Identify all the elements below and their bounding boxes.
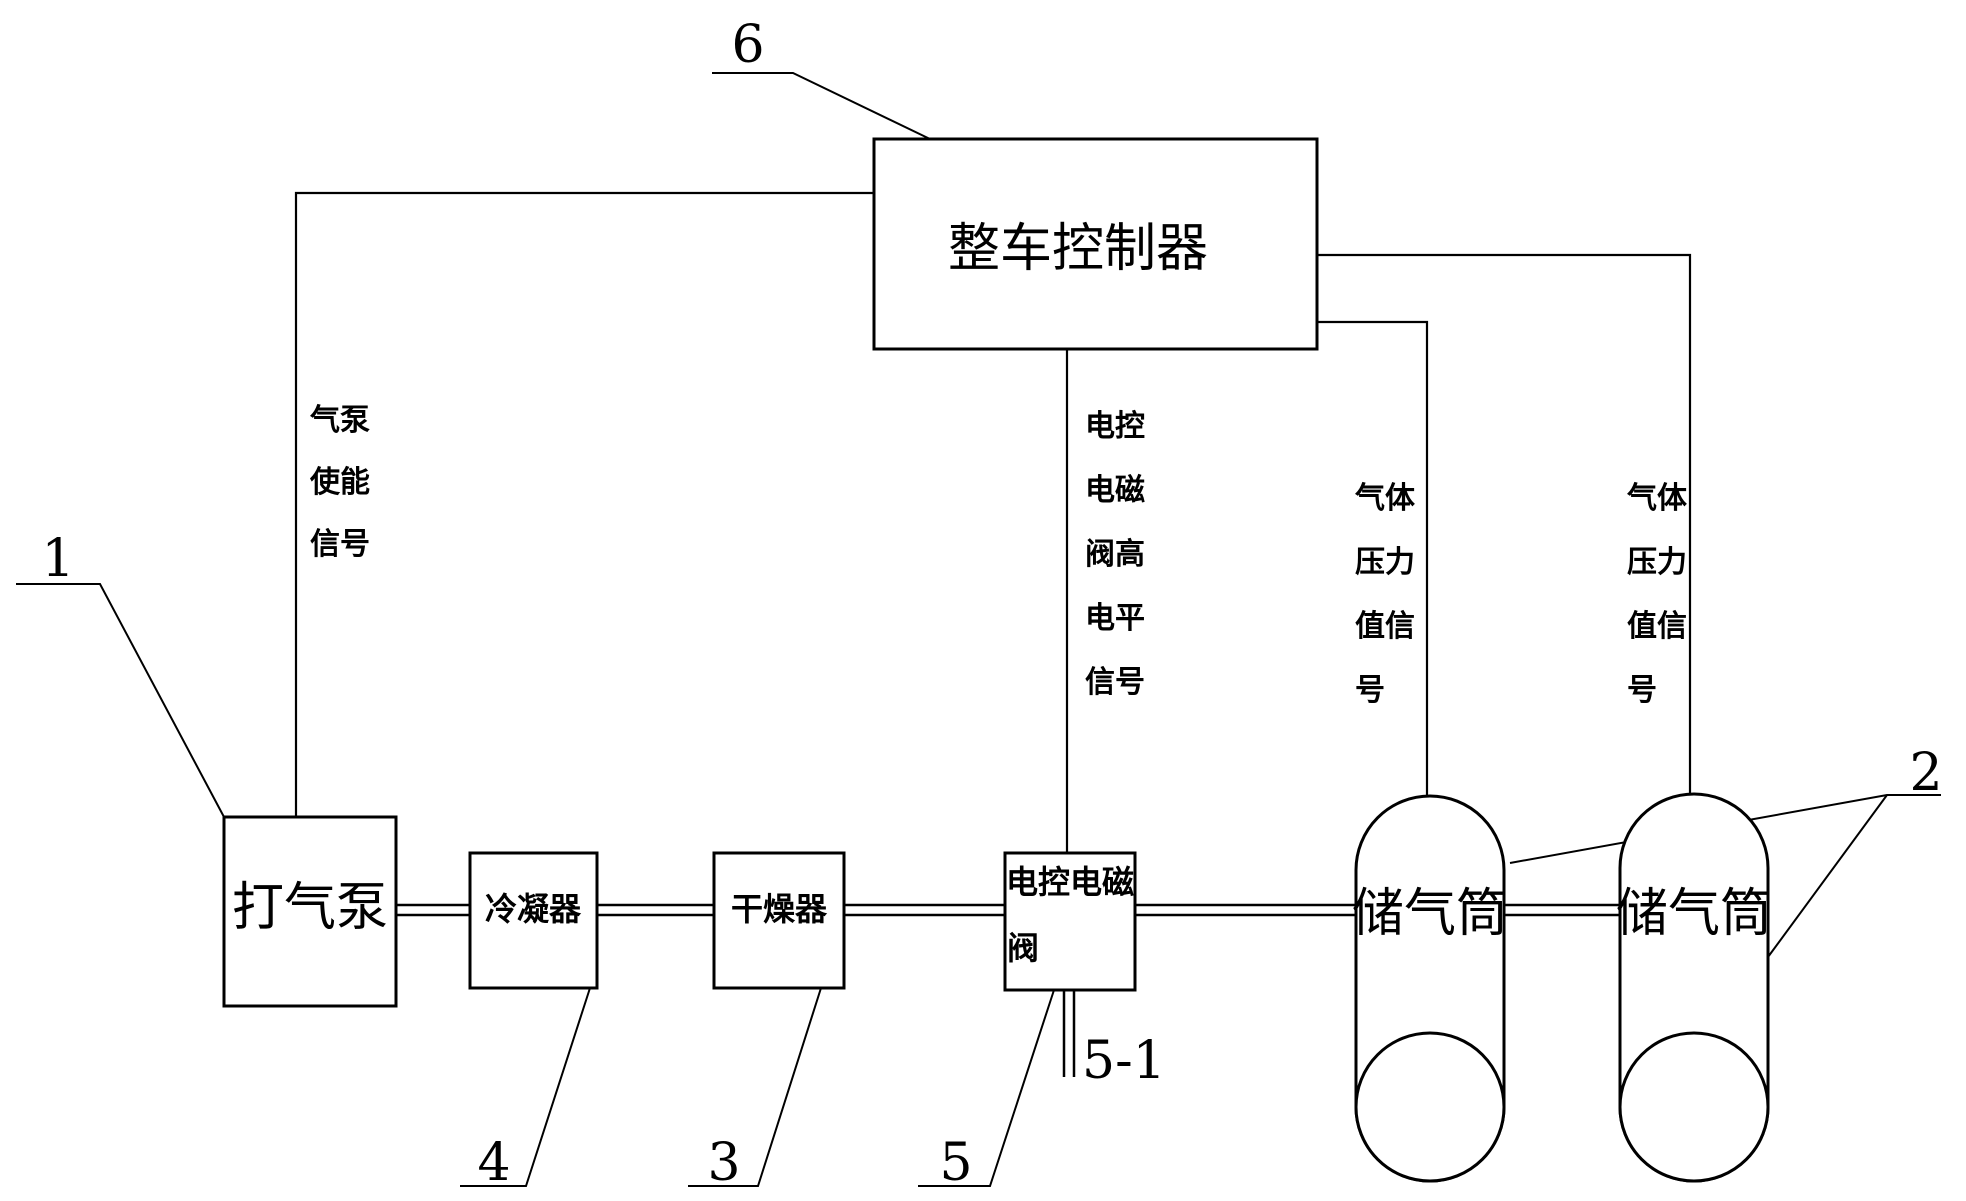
svg-text:信号: 信号	[1085, 665, 1145, 700]
ref-3: 3	[707, 1133, 740, 1193]
tank-1-label: 储气筒	[1352, 884, 1508, 944]
pump-enable-wire	[294, 191, 874, 817]
svg-text:气体: 气体	[1355, 481, 1416, 516]
svg-text:电控: 电控	[1085, 409, 1145, 444]
ref-6: 6	[731, 15, 764, 75]
svg-text:压力: 压力	[1355, 545, 1415, 580]
pressure-signal-label-2: 气体 压力 值信 号	[1627, 481, 1688, 708]
svg-text:气体: 气体	[1627, 481, 1688, 516]
air-pipe	[396, 903, 1620, 1077]
svg-text:使能: 使能	[309, 465, 370, 500]
condenser: 冷凝器	[468, 851, 599, 990]
vehicle-controller: 整车控制器	[872, 137, 1319, 351]
svg-text:号: 号	[1355, 673, 1385, 708]
svg-text:值信: 值信	[1627, 609, 1687, 644]
leader-2-b	[1767, 794, 1888, 958]
air-tank-1: 储气筒	[1352, 794, 1508, 1183]
leader-3	[688, 987, 822, 1187]
ref-5: 5	[939, 1133, 972, 1193]
tank-2-end	[1618, 1031, 1770, 1183]
leader-5	[918, 989, 1055, 1187]
pressure-wire-2	[1317, 253, 1692, 793]
ref-2: 2	[1909, 743, 1942, 803]
svg-text:气泵: 气泵	[310, 403, 370, 438]
ref-4: 4	[477, 1133, 510, 1193]
leader-6	[712, 72, 931, 140]
condenser-label: 冷凝器	[485, 890, 582, 928]
control-wires	[294, 191, 1692, 853]
pressure-signal-label-1: 气体 压力 值信 号	[1355, 481, 1416, 708]
solenoid-valve: 电控电磁 阀	[1003, 851, 1137, 992]
reference-numbers: 6 1 2 4 3 5 5-1	[41, 15, 1942, 1193]
svg-text:电平: 电平	[1085, 601, 1145, 636]
pump-enable-signal-label: 气泵 使能 信号	[309, 403, 370, 562]
tank-2-label: 储气筒	[1616, 884, 1772, 944]
svg-text:号: 号	[1627, 673, 1657, 708]
tank-1-end	[1354, 1031, 1506, 1183]
valve-signal-label: 电控 电磁 阀高 电平 信号	[1085, 409, 1145, 700]
air-pump: 打气泵	[222, 815, 398, 1008]
ref-5-1: 5-1	[1082, 1031, 1166, 1091]
svg-text:电磁: 电磁	[1085, 473, 1145, 508]
valve-label-line2: 阀	[1007, 929, 1039, 967]
svg-text:信号: 信号	[310, 527, 370, 562]
pressure-wire-1	[1317, 320, 1429, 795]
ref-1: 1	[41, 529, 74, 589]
svg-text:值信: 值信	[1355, 609, 1415, 644]
dryer: 干燥器	[712, 851, 846, 990]
controller-label: 整车控制器	[948, 219, 1208, 279]
leader-1	[16, 583, 225, 818]
dryer-label: 干燥器	[731, 890, 828, 928]
leader-4	[460, 987, 591, 1187]
svg-text:阀高: 阀高	[1085, 537, 1145, 572]
svg-text:压力: 压力	[1627, 545, 1687, 580]
valve-label-line1: 电控电磁	[1006, 863, 1134, 901]
air-tank-2: 储气筒	[1616, 792, 1772, 1183]
pump-label: 打气泵	[232, 878, 388, 938]
